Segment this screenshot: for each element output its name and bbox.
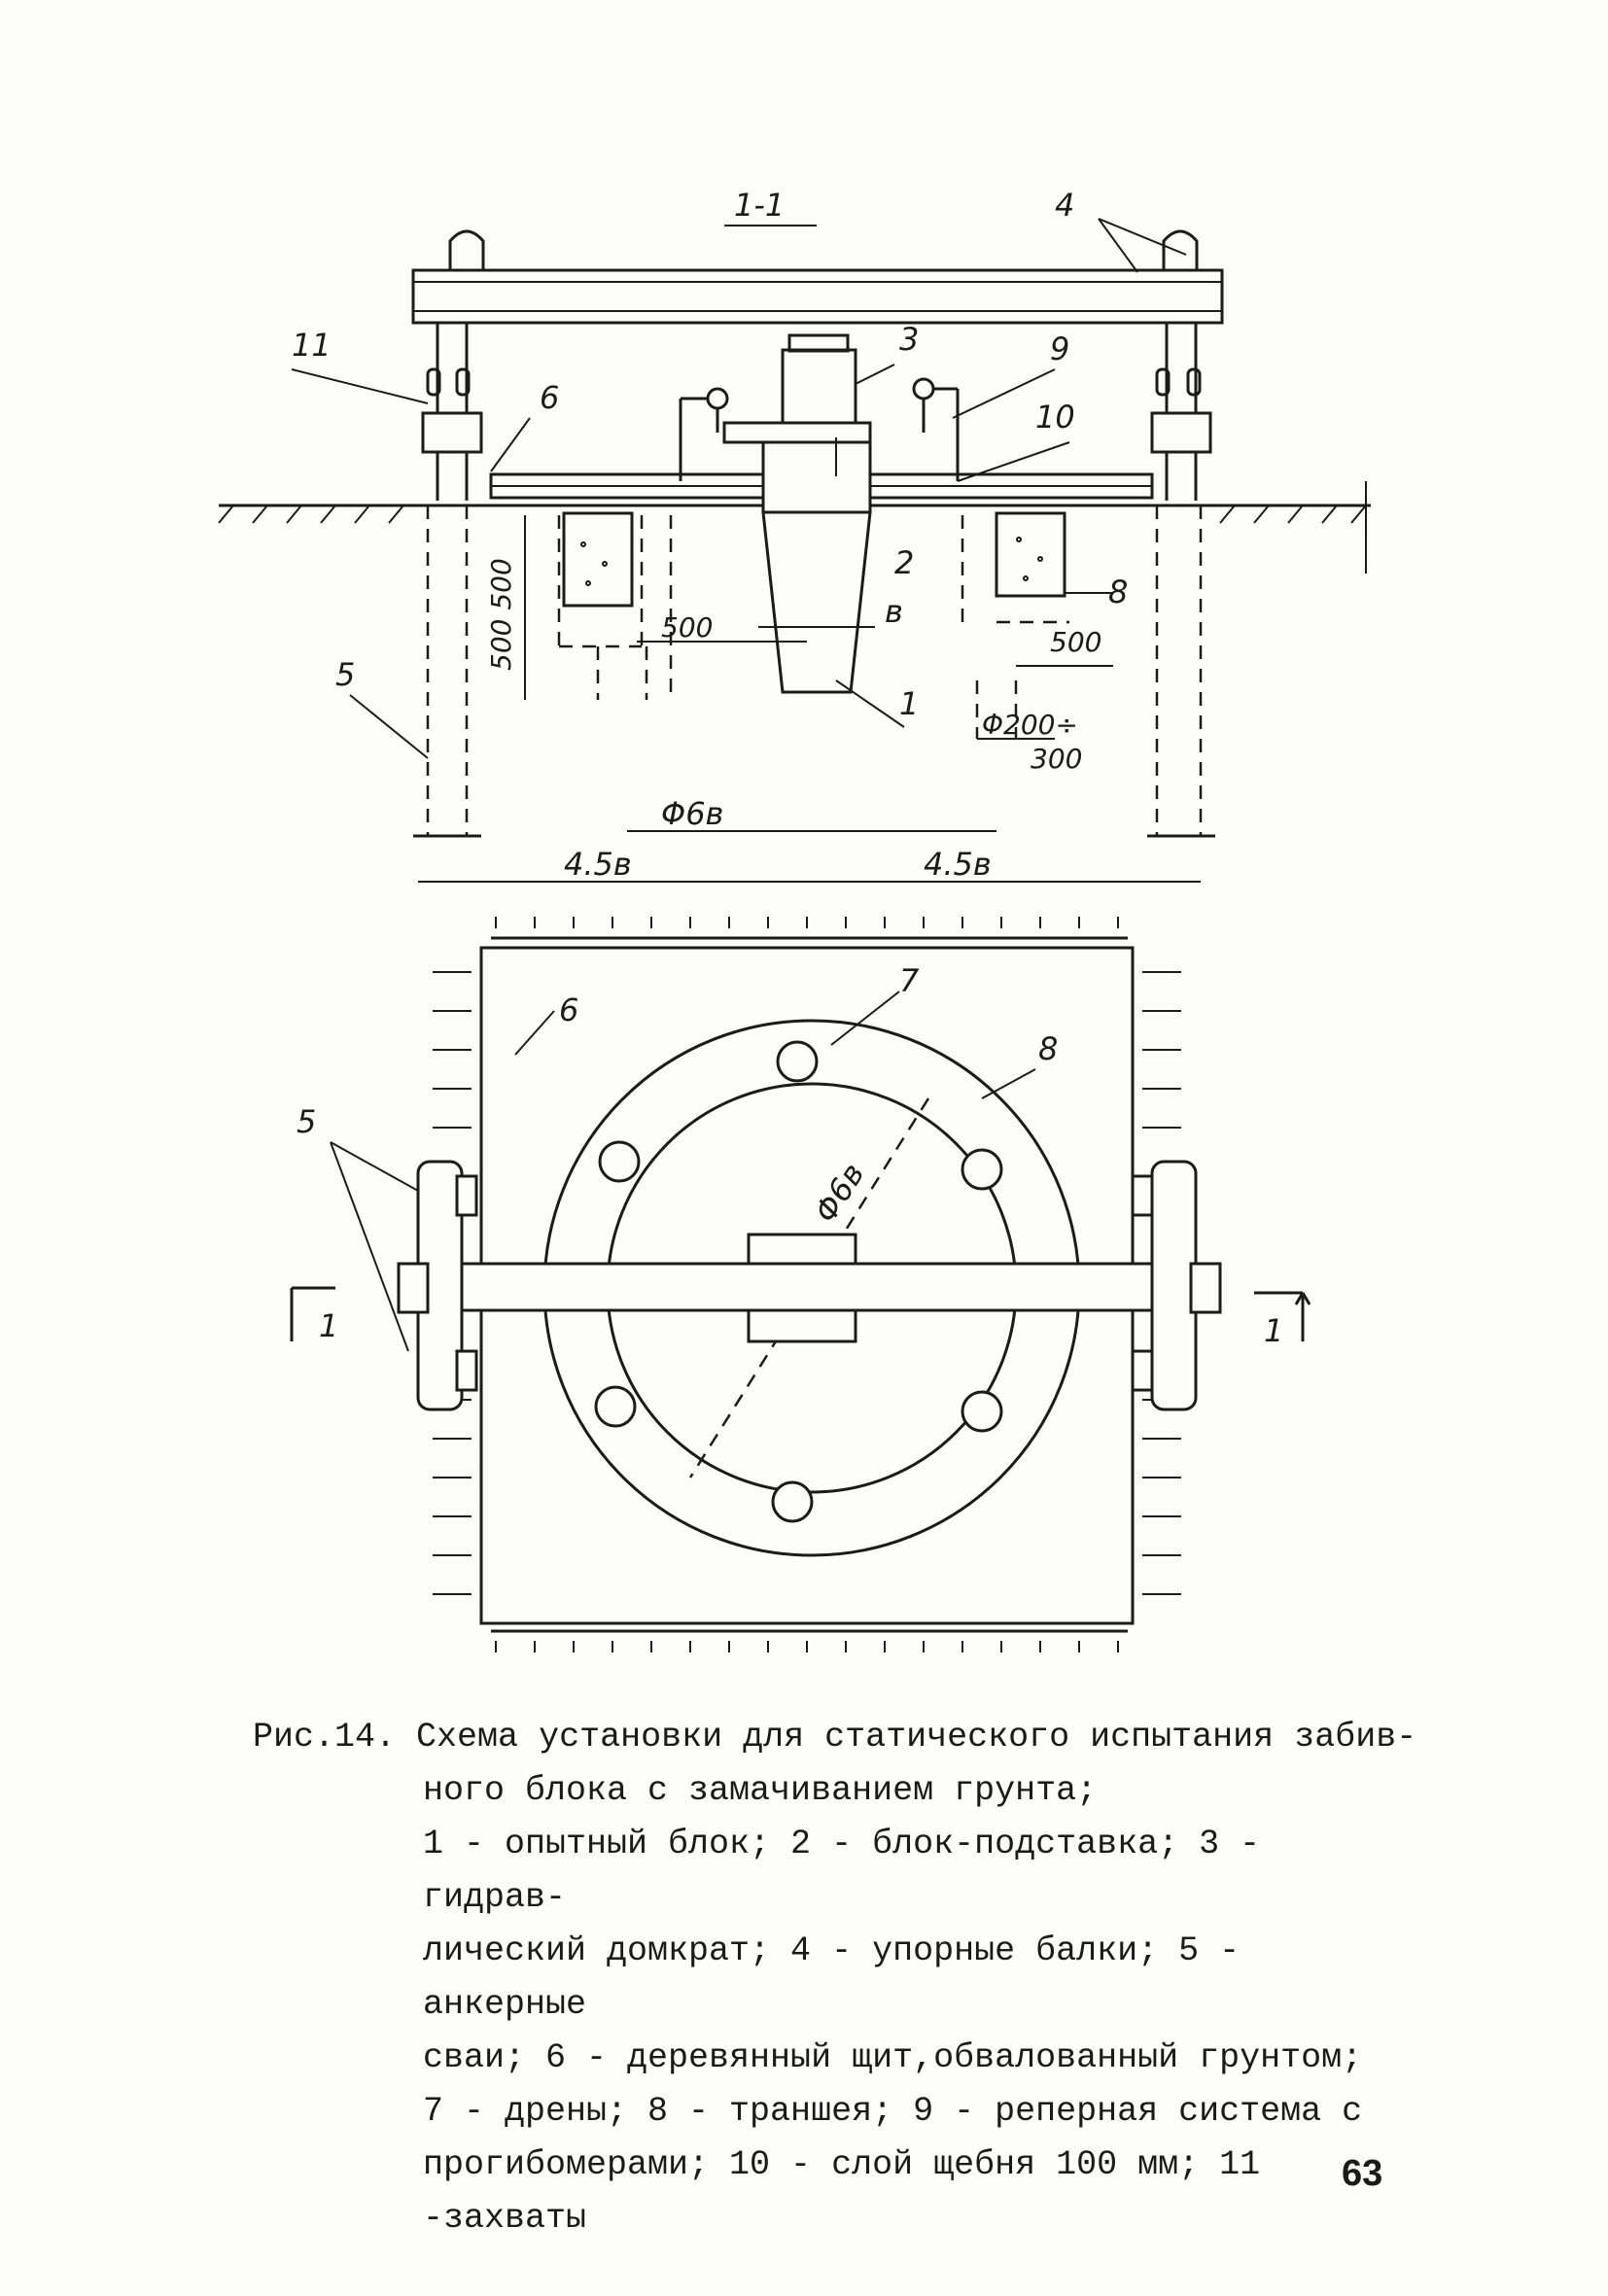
- dim-500-right: 500: [1050, 626, 1101, 658]
- label-5: 5: [335, 656, 355, 693]
- trench-fill-dots: [580, 537, 1043, 586]
- section-cut-marks: [290, 1286, 1311, 1341]
- drains: [594, 1040, 1003, 1523]
- pile-cap-right: [1162, 229, 1199, 270]
- plan-beam: [455, 1262, 1154, 1312]
- label-1: 1: [899, 685, 919, 722]
- figure-caption: Рис.14. Схема установки для статического…: [253, 1711, 1419, 2245]
- dim-half-span-right: 4.5в: [924, 846, 992, 883]
- caption-line-2: ного блока с замачиванием грунта;: [423, 1771, 1098, 1810]
- plan-pile-left: [397, 1160, 478, 1411]
- caption-prefix: Рис.14.: [253, 1718, 397, 1757]
- plan-label-6: 6: [559, 991, 578, 1028]
- plan-dim-diameter: Φ6в: [807, 1157, 872, 1230]
- anchor-pile-left: [413, 323, 483, 838]
- page-number: 63: [1342, 2153, 1383, 2194]
- dimension-lines: [418, 515, 1201, 883]
- reference-system: [679, 377, 960, 481]
- label-11: 11: [292, 327, 332, 364]
- dim-500-left: 500: [661, 611, 713, 644]
- plan-label-7: 7: [899, 962, 920, 999]
- drain-outlines: [557, 515, 1069, 739]
- hydraulic-jack: [781, 348, 857, 425]
- caption-line-3: 1 - опытный блок; 2 - блок-подставка; 3 …: [423, 1825, 1261, 1917]
- dim-pit-diameter-top: Φ200÷: [982, 709, 1078, 741]
- anchor-pile-right: [1147, 323, 1215, 838]
- section-mark-left: 1: [319, 1307, 338, 1344]
- label-8: 8: [1108, 574, 1128, 610]
- dim-pit-diameter-bottom: 300: [1031, 743, 1082, 775]
- diameter-line: [688, 1097, 930, 1478]
- plan-label-8: 8: [1038, 1030, 1058, 1067]
- label-6: 6: [540, 379, 559, 416]
- block-stand: [761, 440, 872, 514]
- test-block: [761, 510, 872, 694]
- dim-500-500: 500 500: [485, 558, 517, 671]
- caption-line-4: лический домкрат; 4 - упорные балки; 5 -…: [423, 1931, 1241, 2024]
- reaction-beam: [411, 268, 1224, 325]
- section-view: 1-1: [218, 187, 1371, 883]
- section-mark-right: 1: [1264, 1312, 1283, 1349]
- label-10: 10: [1035, 399, 1075, 435]
- jack-plate: [722, 421, 872, 444]
- caption-line-5: сваи; 6 - деревянный щит,обвалованный гр…: [423, 2038, 1363, 2077]
- plan-view: 6 7 8 5 Φ6в 1 1: [290, 917, 1311, 1652]
- pile-cap-left: [448, 229, 485, 270]
- trench-right: [995, 511, 1066, 598]
- caption-text-1: Схема установки для статического испытан…: [416, 1718, 1417, 1757]
- ground-hatching: [218, 481, 1367, 574]
- plan-label-5: 5: [297, 1103, 316, 1140]
- label-3: 3: [899, 321, 919, 358]
- label-9: 9: [1050, 330, 1069, 367]
- plan-pile-right: [1131, 1160, 1222, 1411]
- dim-diameter-6b: Φ6в: [661, 795, 723, 832]
- section-mark-label: 1-1: [734, 187, 785, 224]
- label-4: 4: [1055, 187, 1074, 224]
- caption-line-6: 7 - дрены; 8 - траншея; 9 - реперная сис…: [423, 2092, 1363, 2131]
- caption-line-7: прогибомерами; 10 - слой щебня 100 мм; 1…: [423, 2145, 1261, 2238]
- trench-left: [562, 511, 634, 608]
- caption-line-1: Рис.14. Схема установки для статического…: [253, 1711, 1419, 1764]
- dim-half-span-left: 4.5в: [564, 846, 632, 883]
- label-b: в: [885, 593, 903, 630]
- label-2: 2: [894, 544, 914, 581]
- plan-leaders: [330, 991, 1036, 1352]
- leader-lines: [291, 218, 1187, 759]
